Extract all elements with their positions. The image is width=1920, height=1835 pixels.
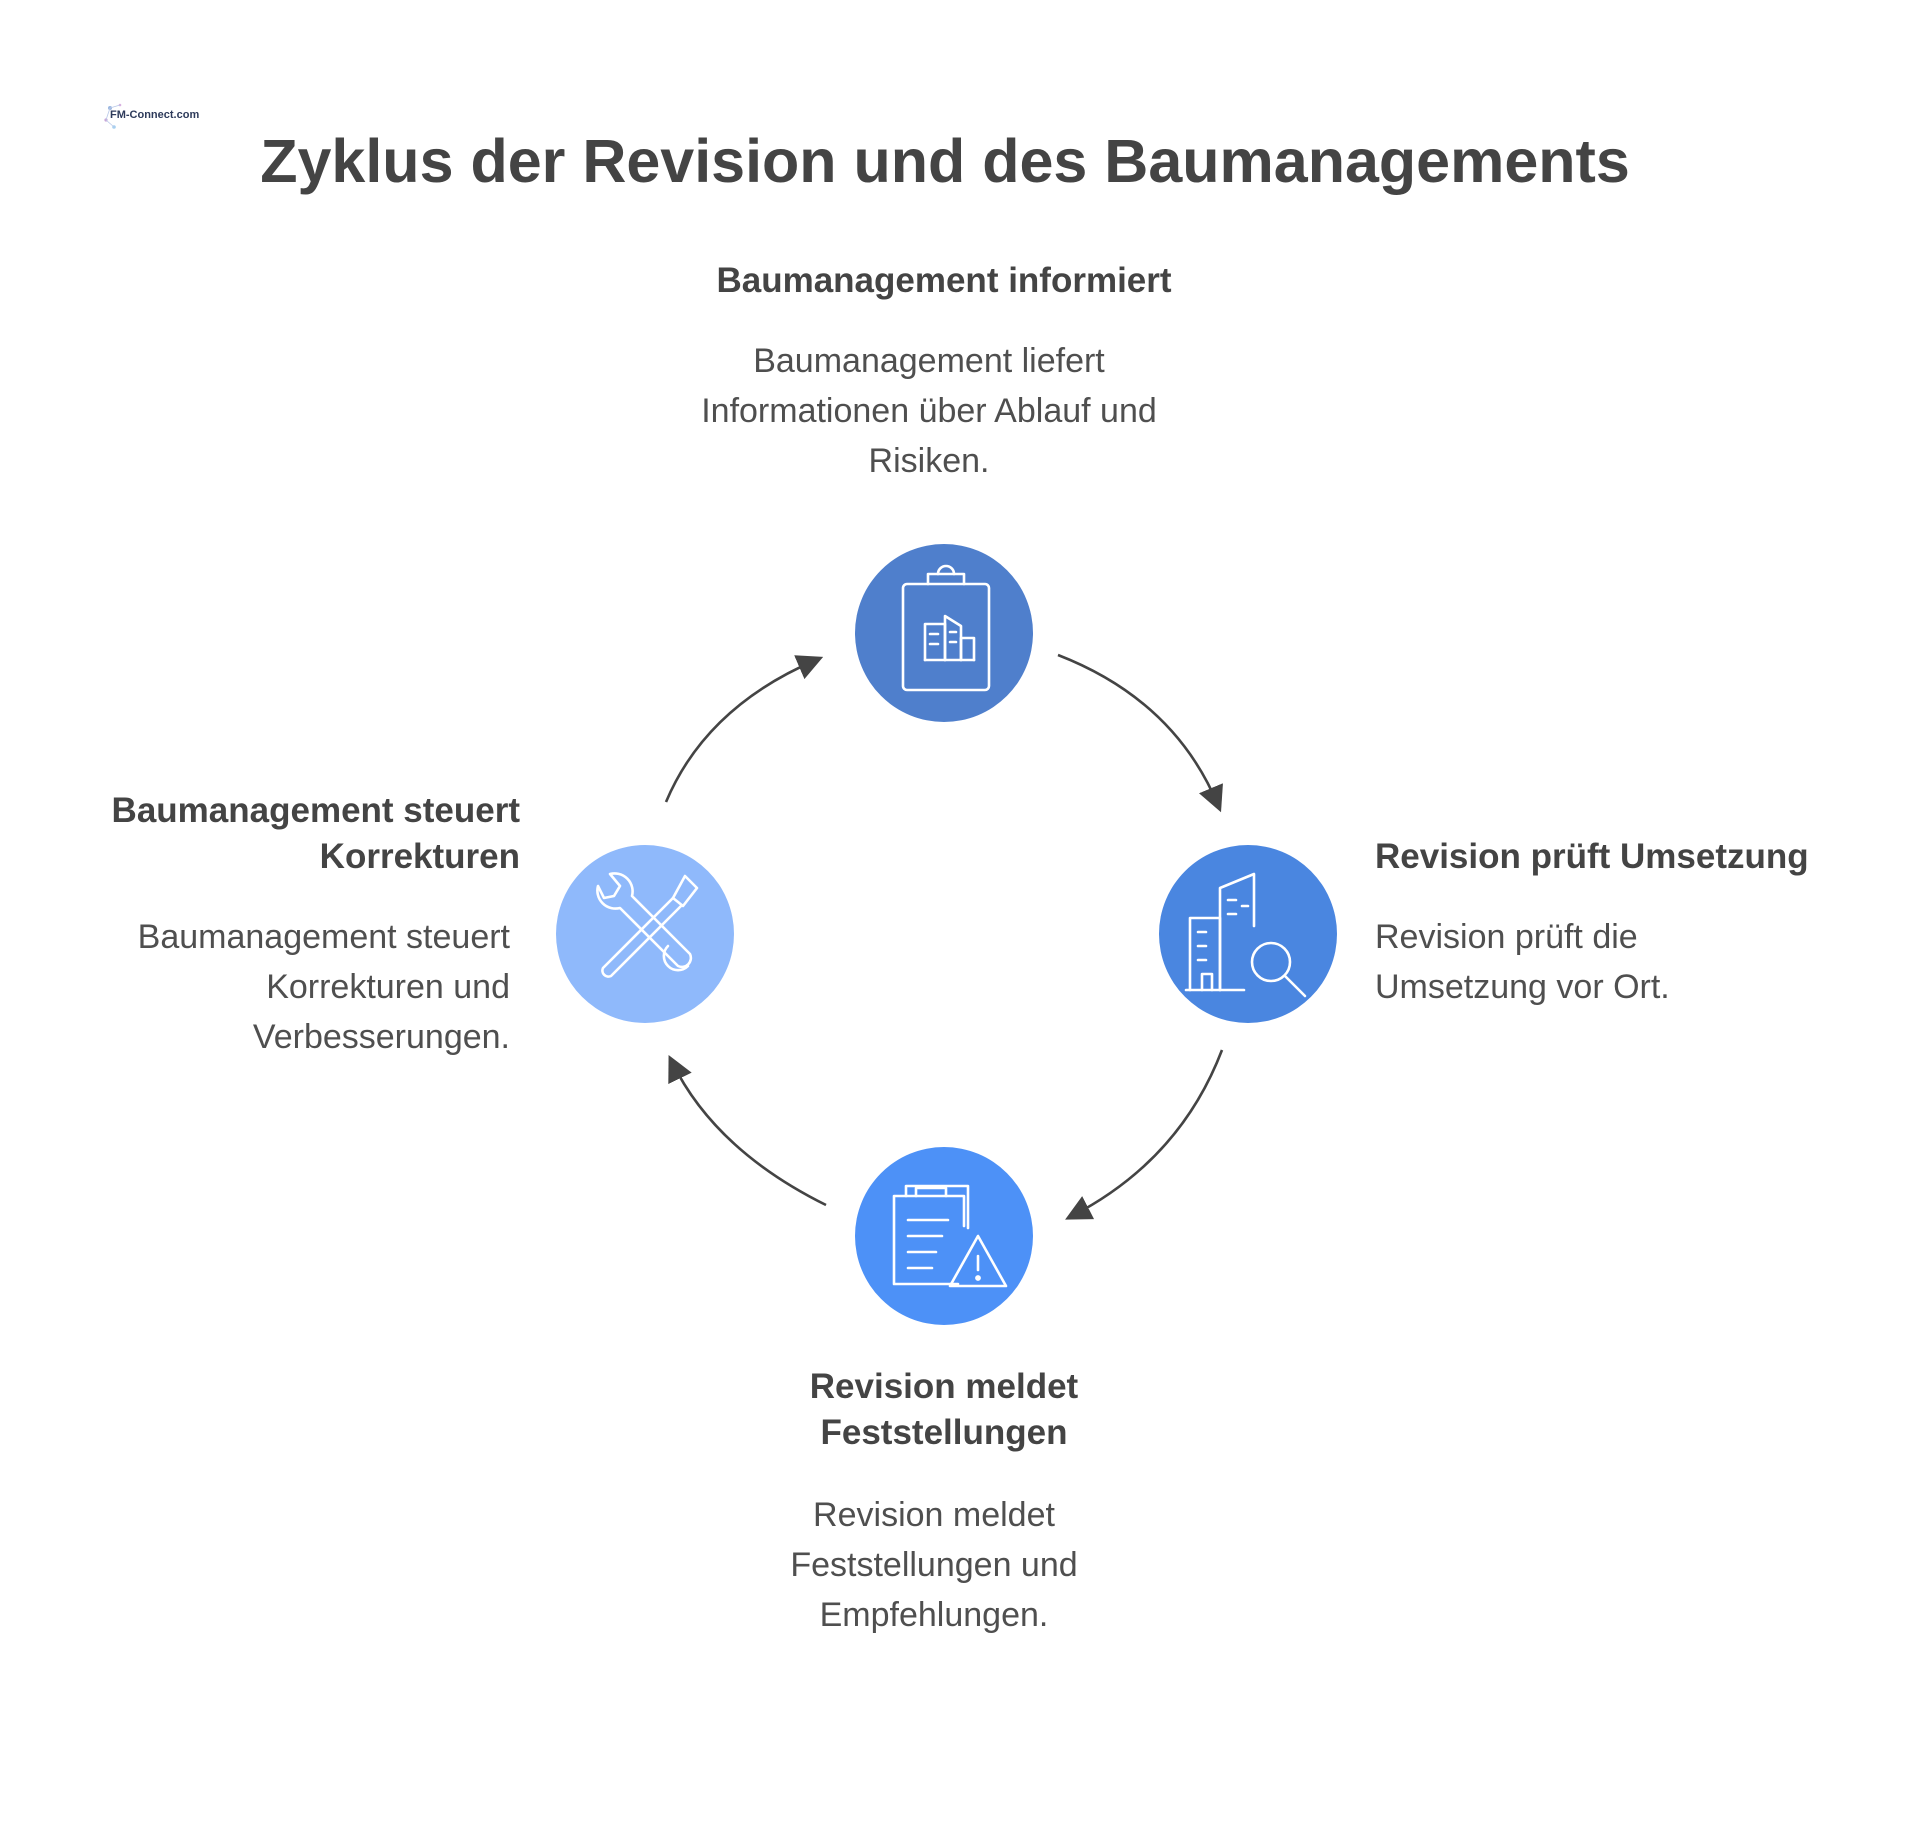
arrow-bottom-to-left	[668, 1054, 827, 1207]
step-description-bottom: Revision meldet Feststellungen und Empfe…	[790, 1496, 1078, 1634]
building-magnifier-icon	[1184, 872, 1307, 998]
step-description-left: Baumanagement steuert Korrekturen und Ve…	[137, 918, 510, 1056]
logo-text: FM-Connect.com	[110, 109, 200, 121]
node-revision-meldet	[855, 1147, 1033, 1325]
node-baumanagement-informiert	[855, 544, 1033, 722]
step-heading-top: Baumanagement informiert	[716, 261, 1172, 300]
arrow-right-to-bottom	[1065, 1049, 1224, 1220]
step-heading-right: Revision prüft Umsetzung	[1375, 837, 1809, 876]
clipboard-buildings-icon	[901, 564, 991, 692]
page-title: Zyklus der Revision und des Baumanagemen…	[260, 127, 1630, 195]
step-heading-bottom: Revision meldet Feststellungen	[809, 1367, 1079, 1452]
step-description-top: Baumanagement liefert Informationen über…	[701, 342, 1157, 480]
node-circle-bottom	[855, 1147, 1033, 1325]
arrow-left-to-top	[664, 655, 824, 803]
node-circle-right	[1159, 845, 1337, 1023]
node-revision-prueft	[1159, 845, 1337, 1023]
clipboard-warning-icon	[892, 1184, 1008, 1288]
arrow-top-to-right	[1057, 653, 1223, 813]
step-heading-left: Baumanagement steuert Korrekturen	[111, 791, 520, 876]
node-baumanagement-steuert	[556, 845, 734, 1023]
wrench-screwdriver-icon	[596, 872, 699, 978]
fm-connect-logo	[104, 103, 122, 129]
step-description-right: Revision prüft die Umsetzung vor Ort.	[1375, 918, 1670, 1006]
